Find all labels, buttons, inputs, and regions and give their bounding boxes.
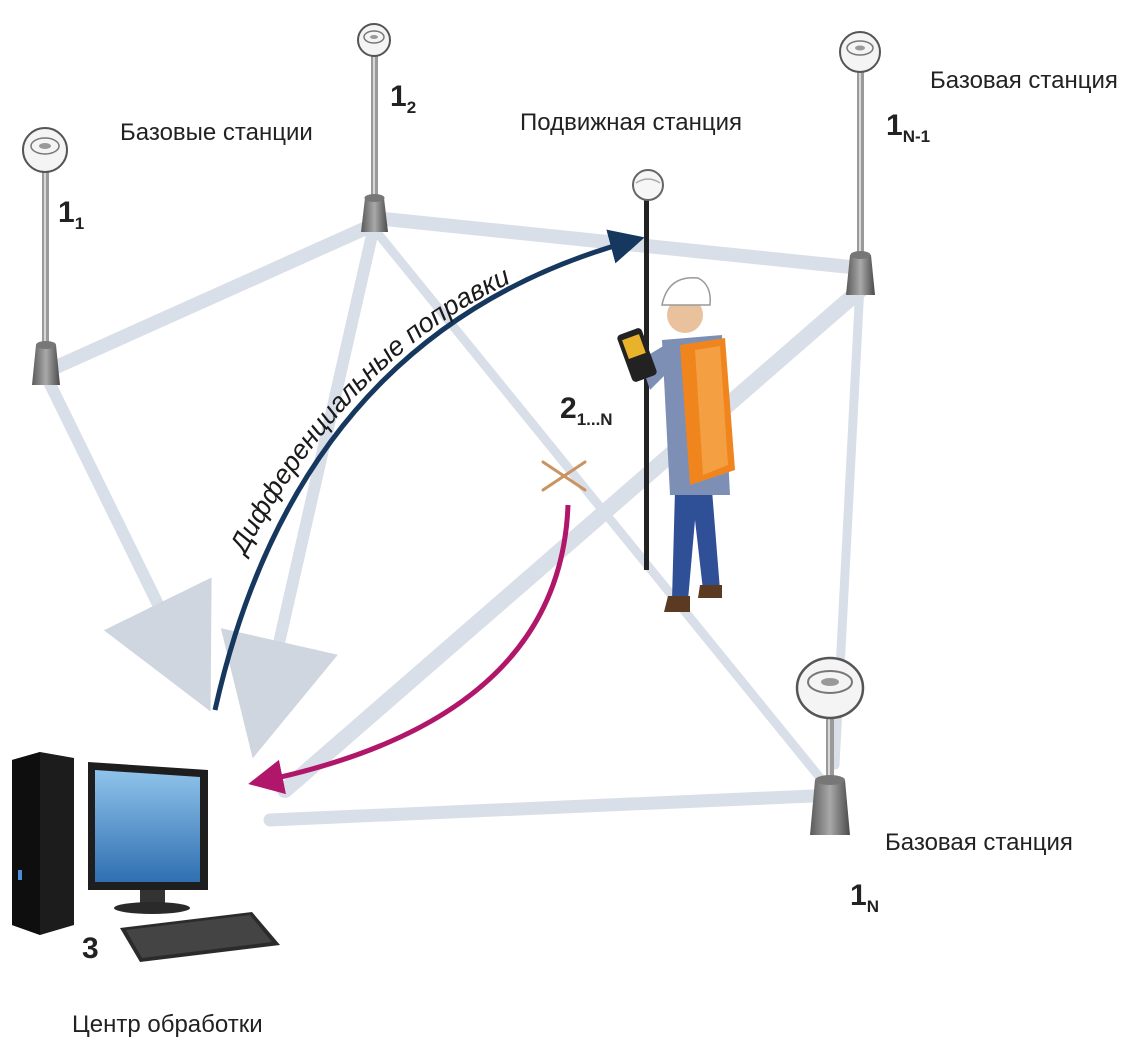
corrections-label: Дифференциальные поправки [222, 261, 514, 560]
marker-1-2: 12 [390, 80, 416, 117]
base-station-n [795, 656, 865, 835]
marker-1-n: 1N [850, 879, 879, 916]
computer-icon [12, 752, 280, 962]
gnss-antenna-icon [22, 127, 68, 173]
gnss-antenna-icon [795, 656, 865, 720]
corrections-arrow [212, 229, 645, 711]
base-station-n-minus-1 [839, 31, 881, 295]
gnss-antenna-icon [357, 23, 391, 57]
marker-1-n-minus-1: 1N-1 [886, 109, 930, 146]
base-stations-label: Базовые станции [120, 119, 313, 146]
base-station-top-label: Базовая станция [930, 67, 1118, 94]
gnss-antenna-icon [839, 31, 881, 73]
base-station-2 [357, 23, 391, 232]
processing-center-label: Центр обработки [72, 1011, 263, 1038]
base-station-1 [22, 127, 68, 385]
marker-3-computer: 3 [82, 932, 99, 965]
rover-point-marker [541, 460, 587, 492]
marker-1-1: 11 [58, 196, 84, 233]
rover-surveyor [617, 169, 735, 612]
rover-antenna-icon [632, 169, 664, 201]
rover-label: Подвижная станция [520, 109, 742, 136]
base-station-bottom-label: Базовая станция [885, 829, 1073, 856]
marker-2-rover: 21...N [560, 392, 613, 429]
data-arrow [248, 504, 571, 795]
